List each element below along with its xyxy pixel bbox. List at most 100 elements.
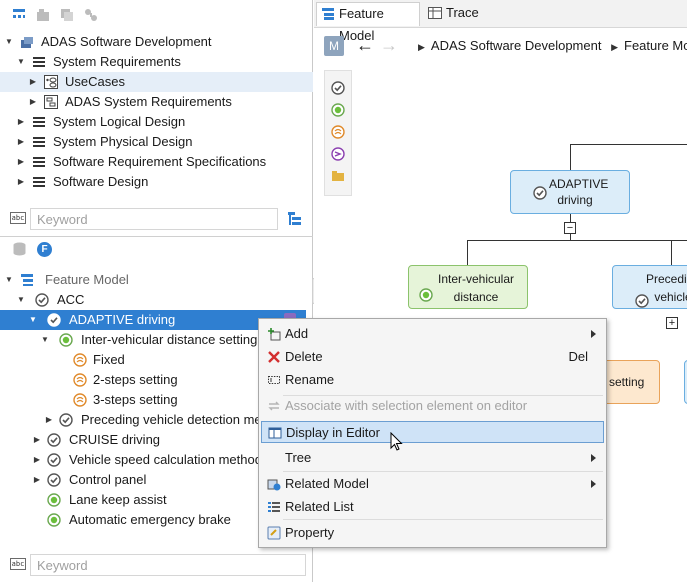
text-search-icon: abc <box>10 212 26 224</box>
optional-tool-icon[interactable] <box>331 103 345 117</box>
copy-model-icon[interactable] <box>60 8 74 22</box>
menu-item-tree[interactable]: Tree <box>261 447 604 469</box>
tree-item-automatic-emergency-brake[interactable]: Automatic emergency brake <box>0 510 313 530</box>
connector-line <box>467 240 687 241</box>
tree-item-label: System Logical Design <box>53 114 186 129</box>
expand-arrow-icon[interactable]: ▶ <box>17 177 25 186</box>
expand-arrow-icon[interactable]: ▶ <box>45 415 53 424</box>
context-menu: Add Delete Del Rename Associate with sel… <box>258 318 607 548</box>
tab-trace[interactable]: Trace <box>424 2 484 26</box>
menu-item-label: Property <box>285 525 335 540</box>
tree-item-cruise-driving[interactable]: ▶ CRUISE driving <box>0 430 313 450</box>
menu-item-delete[interactable]: Delete Del <box>261 346 604 368</box>
expand-arrow-icon[interactable]: ▶ <box>33 475 41 484</box>
tree-item-vehicle-speed-calculation-method[interactable]: ▶ Vehicle speed calculation method <box>0 450 313 470</box>
tab-feature-model[interactable]: Feature Model <box>316 2 420 43</box>
feature-badge-icon[interactable]: F <box>37 242 52 257</box>
menu-item-display-in-editor[interactable]: Display in Editor <box>261 421 604 443</box>
menu-item-related-model[interactable]: Related Model <box>261 473 604 495</box>
menu-item-property[interactable]: Property <box>261 522 604 544</box>
delete-icon <box>268 351 280 363</box>
tree-item-system-requirements[interactable]: ▼ System Requirements <box>0 52 313 72</box>
tree-item-2-steps-setting[interactable]: 2-steps setting <box>0 370 313 390</box>
feature-node-partial[interactable] <box>684 360 687 404</box>
tree-item-software-requirement-specifications[interactable]: ▶ Software Requirement Specifications <box>0 152 313 172</box>
filter-tree-icon[interactable] <box>287 211 303 227</box>
collapse-arrow-icon[interactable]: ▼ <box>5 37 13 46</box>
tree-item-feature-model[interactable]: ▼ Feature Model <box>0 270 313 290</box>
add-model-icon[interactable] <box>36 8 50 22</box>
back-arrow-icon[interactable]: ← <box>356 35 374 55</box>
tree-item-control-panel[interactable]: ▶ Control panel <box>0 470 313 490</box>
mandatory-tool-icon[interactable] <box>331 81 345 95</box>
expand-arrow-icon[interactable]: ▶ <box>17 117 25 126</box>
tree-item-fixed[interactable]: Fixed <box>0 350 313 370</box>
connector-line <box>570 214 571 222</box>
connector-line <box>570 144 571 172</box>
tree-item-3-steps-setting[interactable]: 3-steps setting <box>0 390 313 410</box>
tree-item-adas-system-requirements[interactable]: ▶ ADAS System Requirements <box>0 92 313 112</box>
tree-item-label: Feature Model <box>45 272 129 287</box>
tree-item-system-physical-design[interactable]: ▶ System Physical Design <box>0 132 313 152</box>
tree-item-acc[interactable]: ▼ ACC <box>0 290 313 310</box>
breadcrumb-item[interactable]: Feature Mo <box>624 38 687 53</box>
collapse-arrow-icon[interactable]: ▼ <box>41 335 49 344</box>
related-model-icon <box>267 479 281 491</box>
menu-item-rename[interactable]: Rename <box>261 369 604 391</box>
expand-arrow-icon[interactable]: ▶ <box>33 455 41 464</box>
search-input[interactable]: Keyword <box>30 554 306 576</box>
expand-arrow-icon[interactable]: ▶ <box>17 157 25 166</box>
folder-tool-icon[interactable] <box>331 169 345 183</box>
structure-icon[interactable] <box>84 8 98 22</box>
expand-arrow-icon[interactable]: ▶ <box>29 77 37 86</box>
connector-line <box>671 240 672 265</box>
package-icon <box>33 177 45 187</box>
feature-node-inter-vehicular-distance[interactable]: Inter-vehicular distance setting <box>408 265 528 309</box>
connector-line <box>467 240 468 265</box>
tree-item-adaptive-driving[interactable]: ▼ ADAPTIVE driving <box>0 310 306 330</box>
mouse-cursor-icon <box>390 432 403 451</box>
expand-node-icon[interactable]: + <box>666 317 678 329</box>
collapse-arrow-icon[interactable]: ▼ <box>5 275 13 284</box>
menu-item-label: Related Model <box>285 476 369 491</box>
menu-item-add[interactable]: Add <box>261 323 604 345</box>
mandatory-check-icon <box>533 186 547 200</box>
collapse-arrow-icon[interactable]: ▼ <box>17 295 25 304</box>
breadcrumb: ▶ADAS Software Development ▶Feature Mo <box>418 36 687 56</box>
tree-item-system-logical-design[interactable]: ▶ System Logical Design <box>0 112 313 132</box>
model-button[interactable]: M <box>324 36 344 56</box>
menu-item-label: Rename <box>285 372 335 387</box>
search-input[interactable]: Keyword <box>30 208 278 230</box>
display-editor-icon <box>268 427 282 439</box>
expand-arrow-icon[interactable]: ▶ <box>29 97 37 106</box>
text-search-icon: abc <box>10 558 26 570</box>
tree-item-inter-vehicular-distance-setting[interactable]: ▼ Inter-vehicular distance setting <box>0 330 313 350</box>
menu-item-associate[interactable]: Associate with selection element on edit… <box>261 395 604 417</box>
related-list-icon <box>268 502 280 512</box>
collapse-arrow-icon[interactable]: ▼ <box>17 57 25 66</box>
tree-item-preceding-vehicle-detection-method[interactable]: ▶ Preceding vehicle detection method <box>0 410 313 430</box>
feature-node-preceding-vehicle[interactable]: Preceding vehicle detection <box>612 265 687 309</box>
alternative-tool-icon[interactable] <box>331 125 345 139</box>
feature-node-adaptive-driving[interactable]: ADAPTIVE driving <box>510 170 630 214</box>
hierarchy-icon[interactable] <box>12 8 26 22</box>
tree-item-usecases[interactable]: ▶ UseCases <box>0 72 313 92</box>
forward-arrow-icon[interactable]: → <box>380 35 398 55</box>
collapse-node-icon[interactable]: − <box>564 222 576 234</box>
expand-arrow-icon[interactable]: ▶ <box>33 435 41 444</box>
tree-item-software-design[interactable]: ▶ Software Design <box>0 172 313 192</box>
expand-arrow-icon[interactable]: ▶ <box>17 137 25 146</box>
menu-separator <box>283 395 603 396</box>
explorer-toolbar <box>0 0 313 30</box>
menu-item-related-list[interactable]: Related List <box>261 496 604 518</box>
tree-item-lane-keep-assist[interactable]: Lane keep assist <box>0 490 313 510</box>
pane-splitter[interactable] <box>0 236 313 237</box>
or-tool-icon[interactable] <box>331 147 345 161</box>
model-db-icon[interactable] <box>12 242 27 256</box>
tree-item-project-root[interactable]: ▼ ADAS Software Development <box>0 32 313 52</box>
menu-item-label: Tree <box>285 450 312 465</box>
collapse-arrow-icon[interactable]: ▼ <box>29 315 37 324</box>
usecase-diagram-icon <box>44 75 58 89</box>
breadcrumb-item[interactable]: ADAS Software Development <box>430 38 602 53</box>
